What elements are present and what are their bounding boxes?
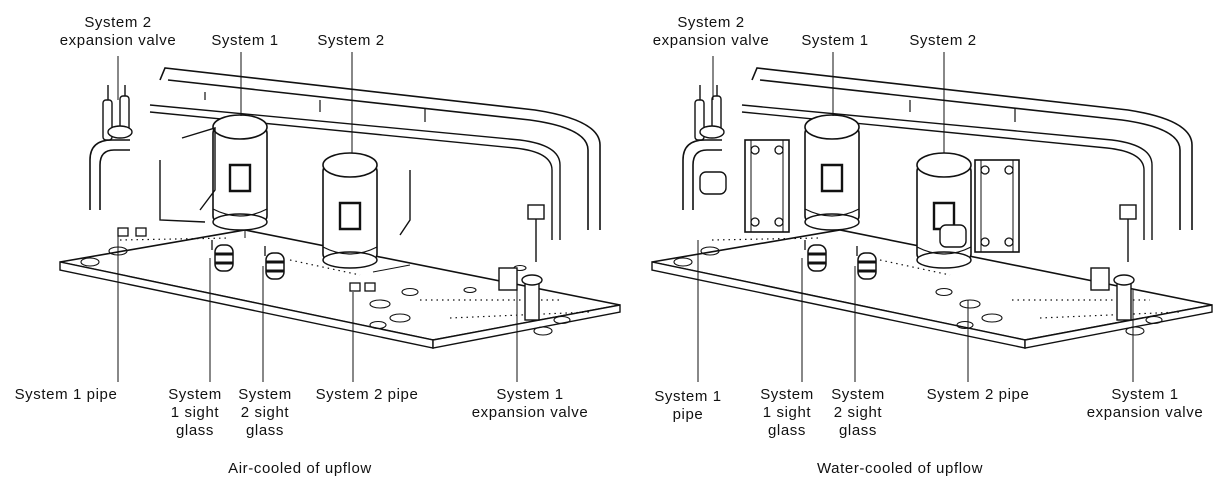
label-sys2-sight-glass: System 2 sight glass [238,386,292,439]
caption-air-cooled: Air-cooled of upflow [228,460,372,477]
label-sys2-expansion-valve-right: System 2 expansion valve [652,14,770,49]
label-system-1-right: System 1 [801,32,869,49]
label-sys2-pipe-right: System 2 pipe [926,386,1030,403]
air-cooled-unit-drawing [59,67,621,349]
label-sys1-sight-glass: System 1 sight glass [168,386,222,439]
label-sys1-expansion-valve-right: System 1 expansion valve [1086,386,1204,421]
label-system-2-right: System 2 [909,32,977,49]
label-sys1-sight-glass-right: System 1 sight glass [760,386,814,439]
leader-lines-left [117,52,518,382]
label-system-1: System 1 [211,32,279,49]
label-sys1-pipe: System 1 pipe [14,386,118,403]
label-sys2-sight-glass-right: System 2 sight glass [831,386,885,439]
label-system-2: System 2 [317,32,385,49]
label-sys1-pipe-right: System 1 pipe [654,388,722,423]
caption-water-cooled: Water-cooled of upflow [816,460,984,477]
label-sys2-pipe: System 2 pipe [315,386,419,403]
label-sys1-expansion-valve: System 1 expansion valve [471,386,589,421]
label-sys2-expansion-valve: System 2 expansion valve [59,14,177,49]
leader-lines-right [697,52,1134,382]
water-cooled-unit-drawing [651,67,1213,349]
